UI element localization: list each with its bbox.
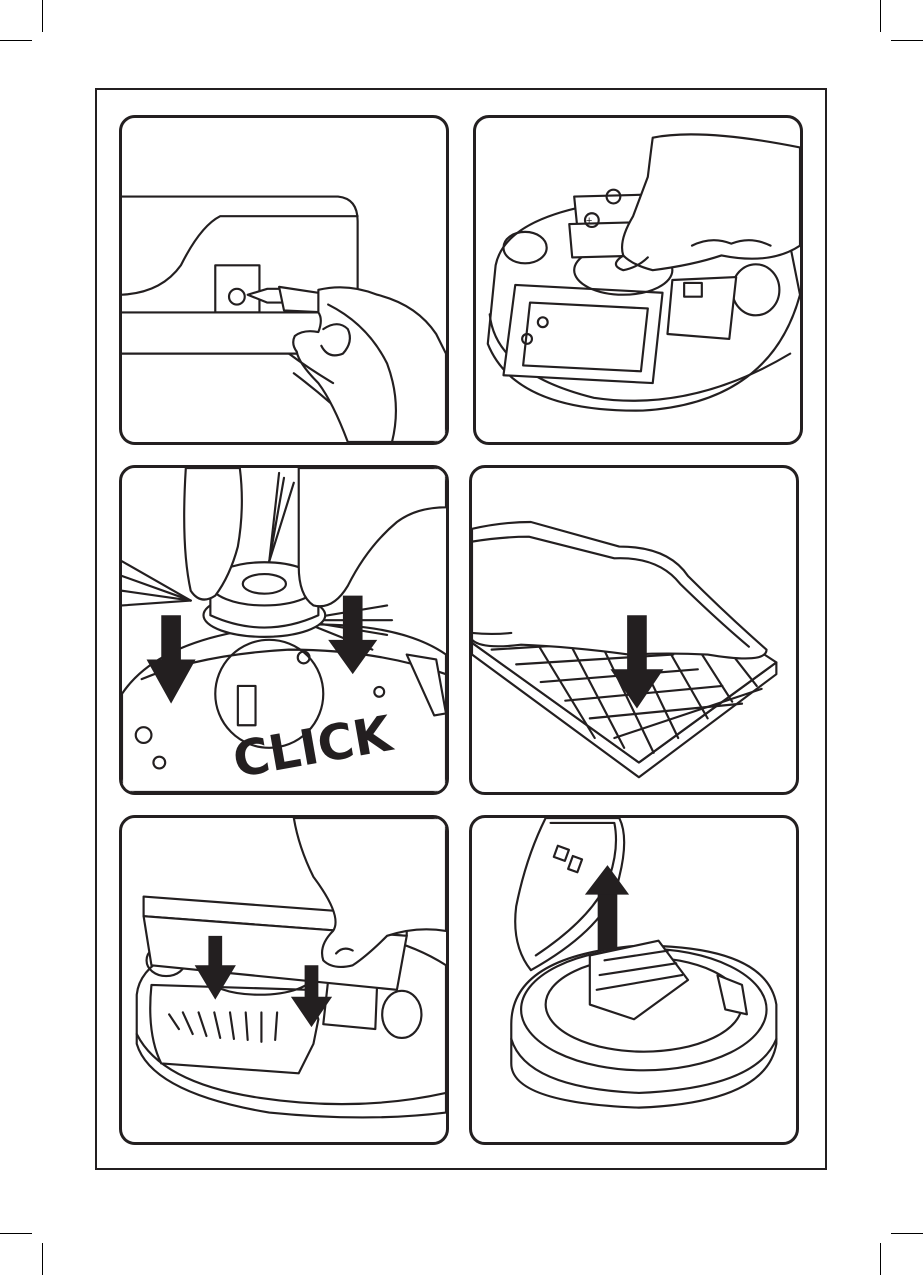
crop-mark <box>0 1233 32 1234</box>
crop-mark <box>880 1243 881 1275</box>
crop-mark <box>891 40 923 41</box>
panel-plug-in-charger <box>119 115 449 445</box>
crop-mark <box>891 1233 923 1234</box>
charger-plug-icon <box>122 118 446 442</box>
svg-text:+: + <box>586 215 592 227</box>
crop-mark <box>42 0 43 32</box>
mop-cloth-icon <box>472 468 796 792</box>
panel-attach-side-brush: CLICK <box>119 465 449 795</box>
panel-insert-batteries: + <box>473 115 803 445</box>
panel-open-top-lid <box>469 815 799 1145</box>
battery-cover-icon <box>122 818 446 1142</box>
panel-attach-mop-cloth <box>469 465 799 795</box>
top-lid-icon <box>472 818 796 1142</box>
crop-mark <box>880 0 881 32</box>
panel-close-battery-cover <box>119 815 449 1145</box>
crop-mark <box>42 1243 43 1275</box>
battery-icon: + <box>476 118 800 442</box>
side-brush-icon: CLICK <box>122 468 446 792</box>
crop-mark <box>0 40 32 41</box>
